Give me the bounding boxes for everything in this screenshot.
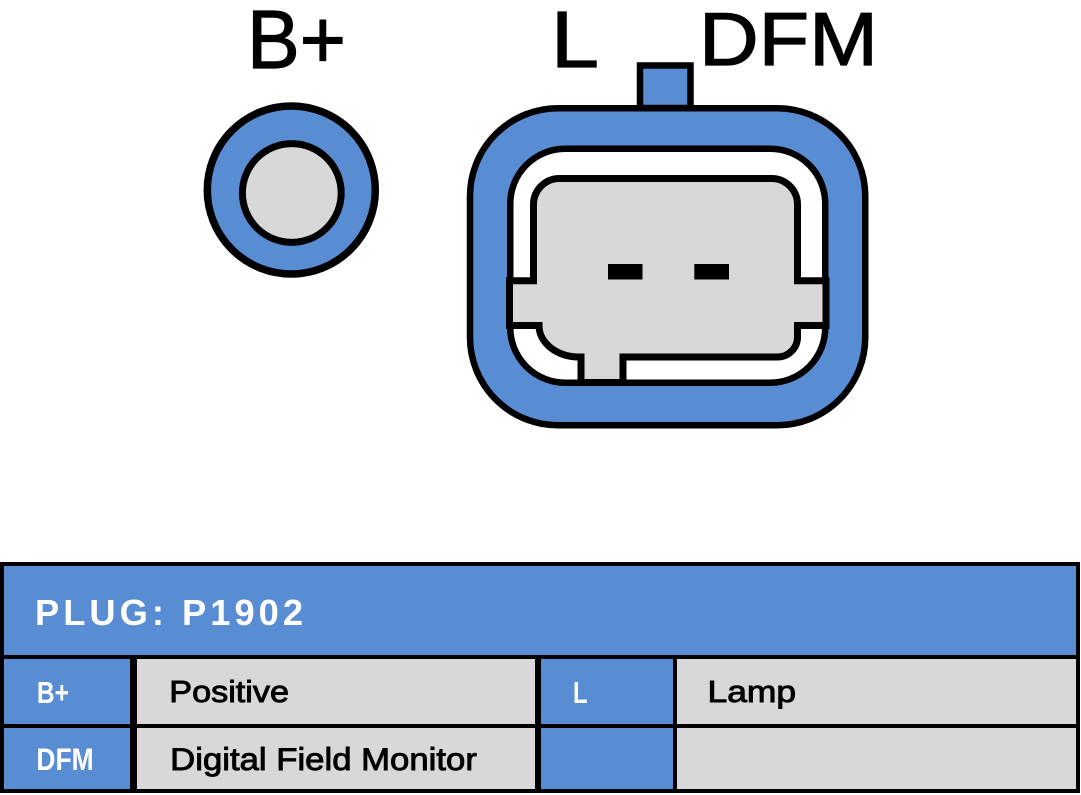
svg-text:B+: B+ — [37, 676, 69, 710]
svg-text:B+: B+ — [247, 0, 346, 86]
svg-text:L: L — [551, 0, 599, 84]
svg-text:Positive: Positive — [169, 675, 289, 709]
svg-text:DFM: DFM — [699, 0, 878, 82]
svg-text:Digital Field Monitor: Digital Field Monitor — [170, 741, 477, 777]
svg-text:DFM: DFM — [36, 741, 93, 777]
svg-text:PLUG: P1902: PLUG: P1902 — [35, 592, 303, 633]
svg-text:L: L — [573, 676, 588, 710]
svg-text:Lamp: Lamp — [708, 675, 797, 709]
